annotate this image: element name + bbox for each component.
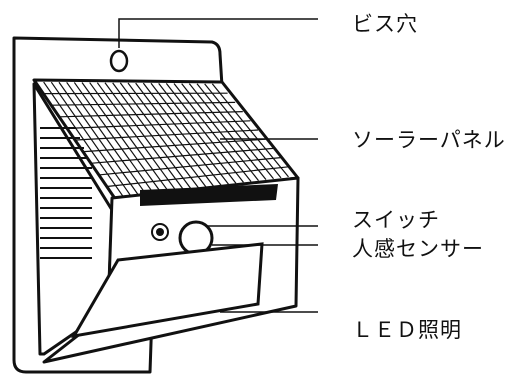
screw-hole	[109, 49, 129, 73]
label-motion-sensor: 人感センサー	[352, 237, 484, 261]
label-solar-panel: ソーラーパネル	[352, 128, 506, 152]
label-switch: スイッチ	[352, 208, 440, 232]
solar-cell-grid	[43, 81, 289, 198]
leader-screw-hole	[118, 18, 318, 48]
switch-slot	[140, 184, 278, 206]
cooling-fins	[40, 127, 92, 259]
label-screw-hole: ビス穴	[352, 12, 418, 36]
label-led-light: ＬＥＤ照明	[352, 318, 462, 342]
led-window	[71, 242, 264, 339]
